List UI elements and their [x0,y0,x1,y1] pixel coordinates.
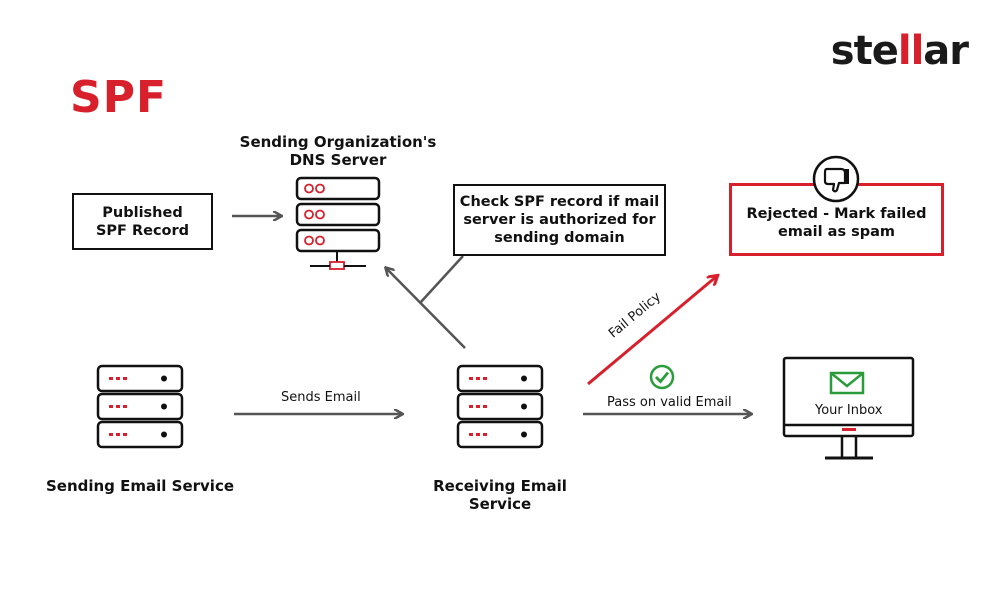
your-inbox-label: Your Inbox [815,403,883,418]
dns-server-icon [295,176,381,270]
fail-policy-arrow [587,276,717,386]
check-circle-icon [649,364,675,390]
callout-pointer [419,255,464,304]
dns-server-label: Sending Organization's DNS Server [239,133,437,169]
sending-service-label: Sending Email Service [45,477,235,495]
published-spf-record-box: Published SPF Record [72,193,213,250]
receiving-server-icon [456,364,544,449]
envelope-icon [829,371,865,395]
sends-email-label: Sends Email [281,390,361,405]
page-title: SPF [70,72,167,123]
sending-server-icon [96,364,184,449]
receiving-service-label: Receiving Email Service [433,477,567,513]
query-dns-arrow [386,268,466,349]
pass-label: Pass on valid Email [607,395,732,410]
check-spf-note: Check SPF record if mail server is autho… [453,184,666,256]
thumbs-down-icon [811,154,861,204]
brand-logo: stellar [830,28,969,74]
monitor-icon [782,356,915,460]
